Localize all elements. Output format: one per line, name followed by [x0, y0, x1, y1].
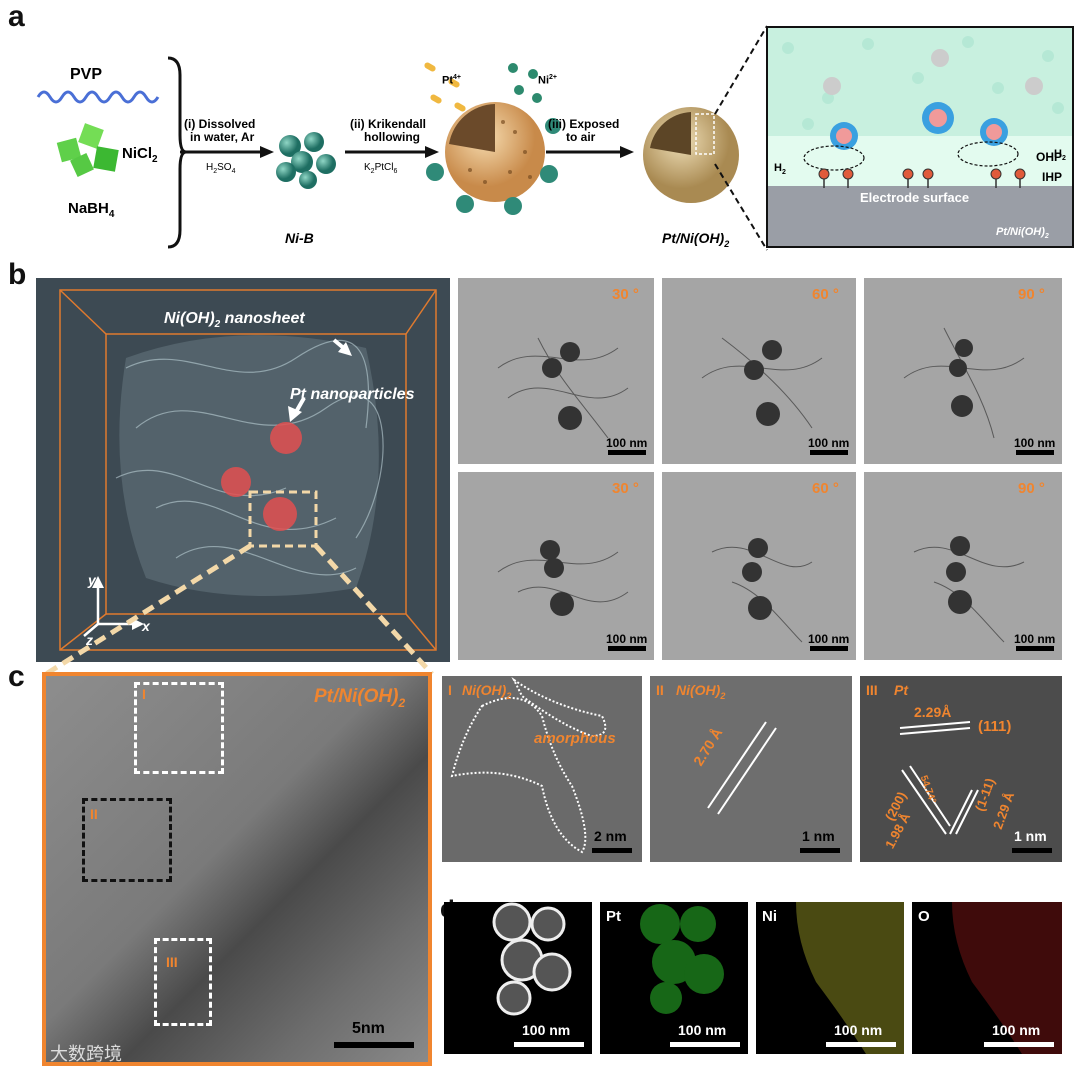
- region-iii-label: III: [166, 954, 178, 970]
- panel-label-a: a: [8, 0, 25, 34]
- panel-label-c: c: [8, 660, 25, 694]
- electrode-surface-label: Electrode surface: [860, 190, 969, 205]
- region-i-title: Ni(OH)2: [462, 682, 511, 701]
- hrtem-region-iii: III Pt 2.29Å (111) 54.74° (200) 1.98 Å (…: [860, 676, 1062, 862]
- scale-label: 100 nm: [606, 436, 647, 450]
- scale-label: 5nm: [352, 1020, 385, 1038]
- hrtem-main: Pt/Ni(OH)2 I II III 5nm: [42, 672, 432, 1066]
- region-i-box: [134, 682, 224, 774]
- region-i-roman: I: [448, 682, 452, 698]
- region-ii-title: Ni(OH)2: [676, 682, 725, 701]
- nanosheet-label: Ni(OH)2 nanosheet: [164, 310, 305, 330]
- pointer-arrows-icon: [286, 336, 366, 426]
- eds-map-label: O: [918, 908, 930, 925]
- pvp-wave-icon: [36, 86, 161, 108]
- hrtem-region-ii: II Ni(OH)2 2.70 Å 1 nm: [650, 676, 852, 862]
- scale-label: 100 nm: [808, 436, 849, 450]
- panel-label-b: b: [8, 258, 26, 292]
- ni-ion-label: Ni2+: [538, 74, 557, 87]
- tem-tilt-row1-30: 30 ° 100 nm: [458, 278, 654, 464]
- pvp-label: PVP: [70, 66, 102, 84]
- nib-spheres-icon: [272, 130, 342, 190]
- pt-ion-label: Pt4+: [442, 74, 461, 87]
- tem-tilt-row2-30: 30 ° 100 nm: [458, 472, 654, 660]
- arrow-step1-icon: [180, 144, 275, 160]
- step1-reagent: H2SO4: [206, 162, 236, 175]
- eds-map-label: Ni: [762, 908, 777, 925]
- region-iii-title: Pt: [894, 682, 908, 698]
- arrow-step3-icon: [546, 144, 636, 160]
- step2-reagent: K2PtCl6: [364, 162, 397, 175]
- region-i-label: I: [142, 686, 146, 702]
- hollow-sphere-icon: [425, 92, 565, 217]
- tilt-angle: 30 °: [612, 480, 639, 497]
- nabh4-label: NaBH4: [68, 200, 114, 220]
- scale-label: 100 nm: [1014, 632, 1055, 646]
- hrtem-title: Pt/Ni(OH)2: [314, 686, 405, 710]
- tilt-angle: 60 °: [812, 480, 839, 497]
- scale-label: 100 nm: [606, 632, 647, 646]
- scale-label: 2 nm: [594, 828, 627, 844]
- eds-o-map: O 100 nm: [912, 902, 1062, 1054]
- d-spacing-111: 2.29Å: [914, 704, 951, 720]
- tilt-angle: 90 °: [1018, 480, 1045, 497]
- eds-haadf-map: 100 nm: [444, 902, 592, 1054]
- scale-label: 100 nm: [992, 1022, 1040, 1038]
- nib-label: Ni-B: [285, 230, 314, 246]
- region-ii-label: II: [90, 806, 98, 822]
- region-iii-roman: III: [866, 682, 878, 698]
- scale-label: 100 nm: [1014, 436, 1055, 450]
- scale-label: 100 nm: [834, 1022, 882, 1038]
- double-layer-inset: Electrode surface Pt/Ni(OH)2 OHP IHP H2 …: [766, 26, 1074, 248]
- tilt-angle: 60 °: [812, 286, 839, 303]
- tem-tilt-row1-60: 60 ° 100 nm: [662, 278, 856, 464]
- scale-label: 100 nm: [808, 632, 849, 646]
- scale-label: 100 nm: [522, 1022, 570, 1038]
- zoom-connector-lines: [40, 540, 440, 680]
- tem-tilt-row1-90: 90 ° 100 nm: [864, 278, 1062, 464]
- hydrated-k-ions-icon: [768, 28, 1072, 188]
- inset-footer-label: Pt/Ni(OH)2: [996, 226, 1049, 240]
- amorphous-label: amorphous: [534, 730, 616, 747]
- scale-label: 100 nm: [678, 1022, 726, 1038]
- scale-label: 1 nm: [1014, 828, 1047, 844]
- plane-111: (111): [978, 718, 1011, 735]
- scale-label: 1 nm: [802, 828, 835, 844]
- inset-connector-lines: [705, 22, 770, 262]
- watermark: 大数跨境: [50, 1040, 122, 1066]
- tilt-angle: 30 °: [612, 286, 639, 303]
- tem-tilt-row2-90: 90 ° 100 nm: [864, 472, 1062, 660]
- nabh4-crystals-icon: [55, 122, 125, 182]
- tem-tilt-row2-60: 60 ° 100 nm: [662, 472, 856, 660]
- region-ii-roman: II: [656, 682, 664, 698]
- eds-pt-map: Pt 100 nm: [600, 902, 748, 1054]
- tilt-angle: 90 °: [1018, 286, 1045, 303]
- eds-map-label: Pt: [606, 908, 621, 925]
- hrtem-region-i: I Ni(OH)2 amorphous 2 nm: [442, 676, 642, 862]
- nicl2-label: NiCl2: [122, 145, 158, 165]
- scale-bar: [334, 1042, 414, 1048]
- eds-ni-map: Ni 100 nm: [756, 902, 904, 1054]
- region-iii-box: [154, 938, 212, 1026]
- adsorbed-species-icon: [768, 166, 1072, 190]
